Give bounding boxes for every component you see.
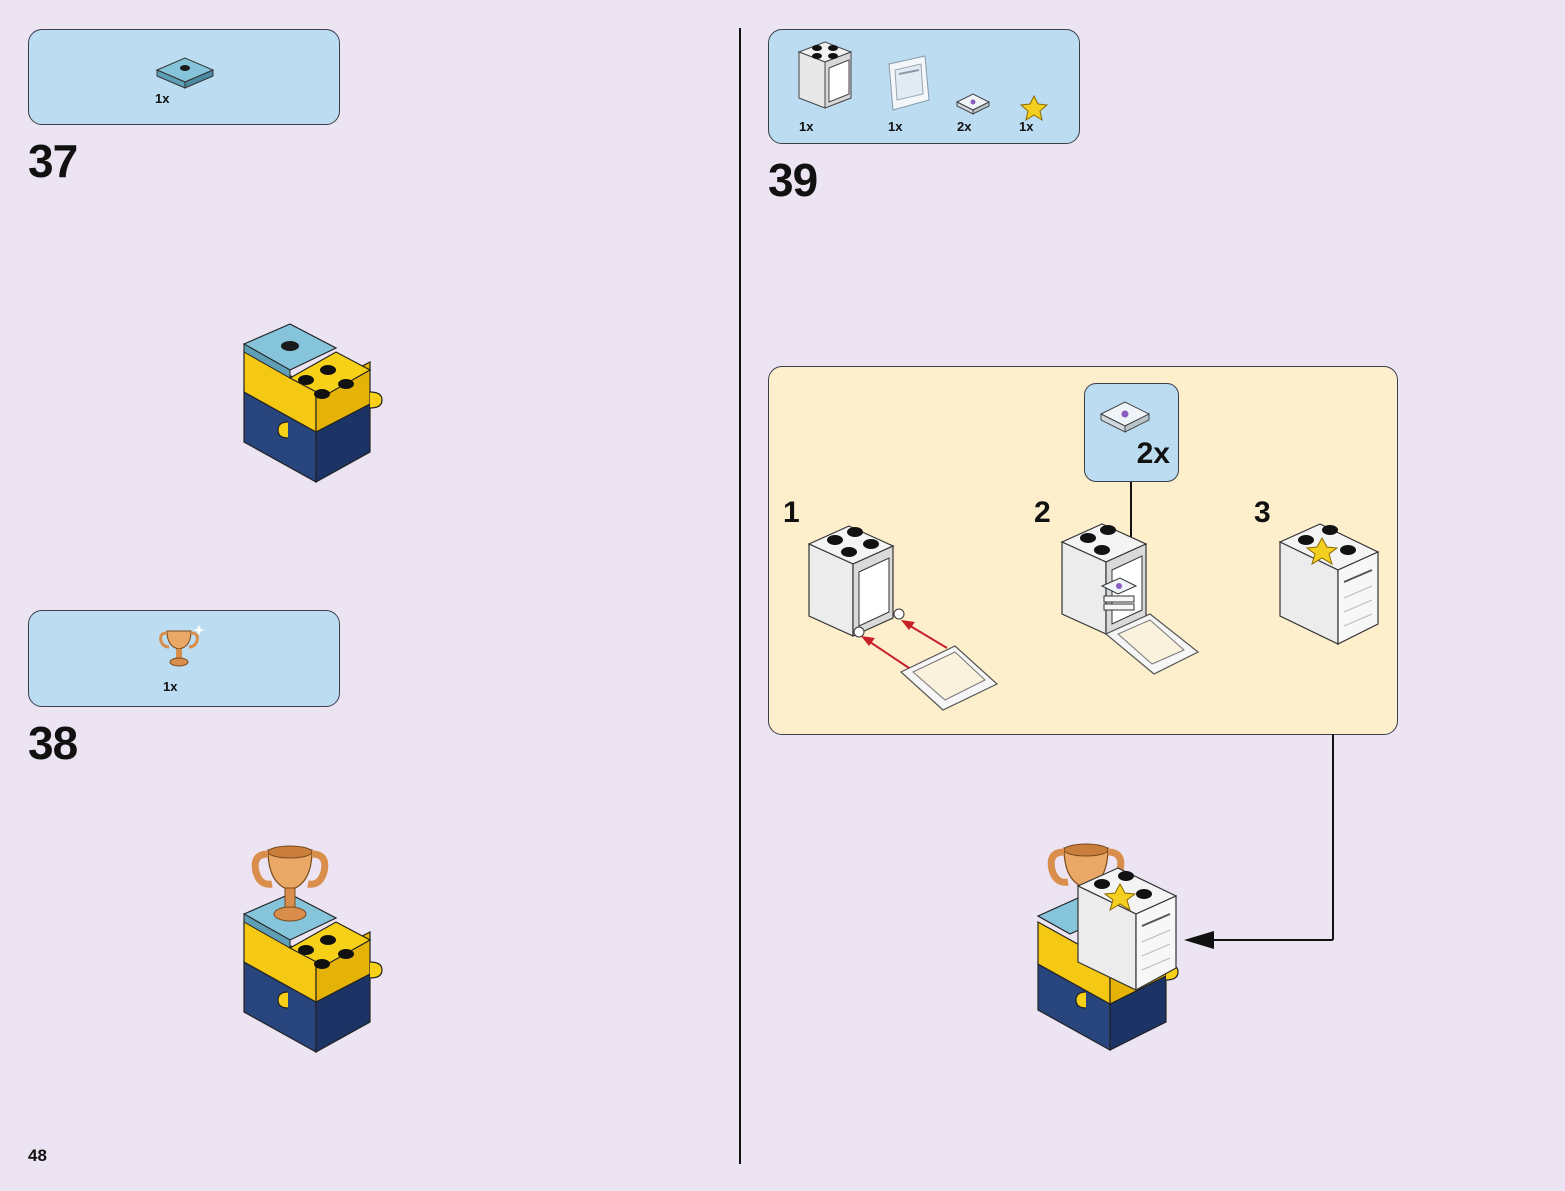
step-39-number: 39 (768, 153, 817, 207)
page-divider (739, 28, 741, 1164)
step-39-part-1-qty: 1x (799, 119, 813, 134)
sub-step-1-model (805, 520, 1005, 720)
sub-step-callout: 2x (1084, 383, 1179, 482)
sub-step-3-model (1278, 518, 1388, 648)
sub-step-1-number: 1 (783, 496, 800, 530)
sub-step-3-number: 3 (1254, 496, 1271, 530)
step-39-part-3-qty: 2x (957, 119, 971, 134)
sub-assembly-connector-arrow (1180, 734, 1340, 954)
step-37-parts-box: 1x (28, 29, 340, 125)
transparent-door-icon (885, 54, 935, 114)
step-38-parts-box: 1x (28, 610, 340, 707)
light-blue-plate-icon (153, 52, 223, 92)
step-37-part-qty: 1x (155, 91, 169, 106)
white-cupboard-icon (795, 38, 859, 110)
printed-tile-icon (1099, 400, 1151, 436)
step-39-part-2-qty: 1x (888, 119, 902, 134)
page-number: 48 (28, 1146, 47, 1166)
sub-step-2-number: 2 (1034, 496, 1051, 530)
step-38-model (240, 842, 400, 1062)
step-39-model (1034, 840, 1194, 1060)
step-39-parts-box: 1x 1x 2x 1x (768, 29, 1080, 144)
sub-step-2-model (1058, 518, 1218, 688)
step-38-part-qty: 1x (163, 679, 177, 694)
step-37-model (240, 322, 400, 492)
step-37-number: 37 (28, 134, 77, 188)
step-39-part-4-qty: 1x (1019, 119, 1033, 134)
step-38-number: 38 (28, 716, 77, 770)
callout-qty: 2x (1137, 437, 1170, 471)
gold-trophy-icon (157, 623, 207, 673)
printed-tile-icon (955, 92, 991, 118)
